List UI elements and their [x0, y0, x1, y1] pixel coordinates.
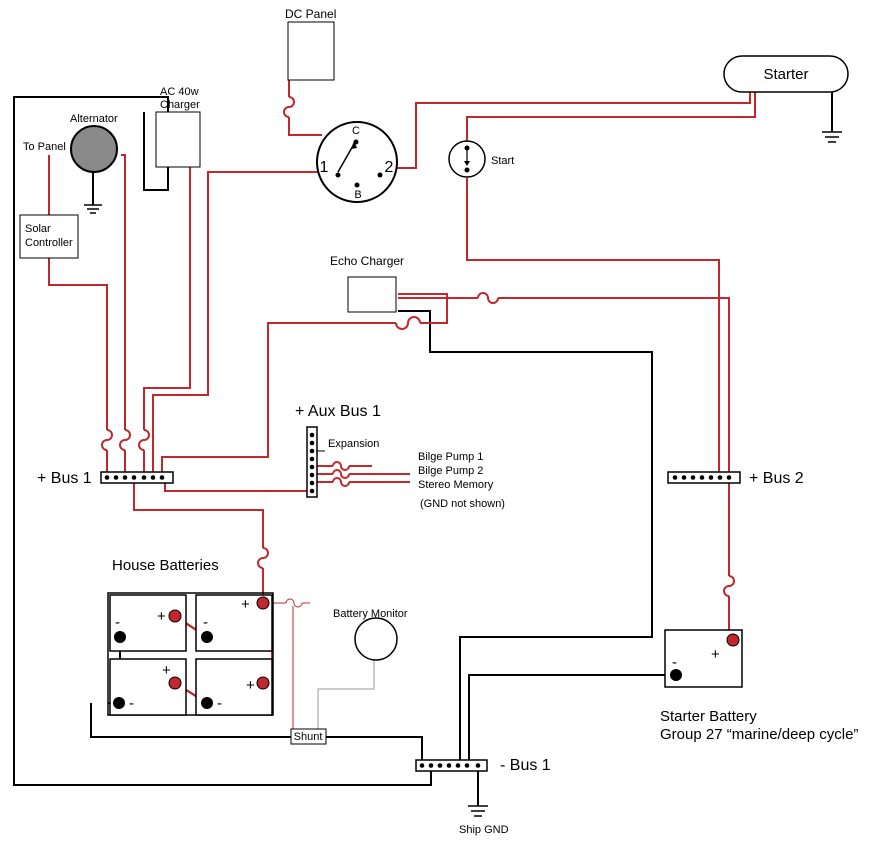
- positive-bus-1-label: + Bus 1: [37, 470, 92, 487]
- starter-ground-symbol: [822, 131, 842, 143]
- switch-2-label: 2: [385, 159, 394, 176]
- to-panel-label: To Panel: [23, 141, 66, 153]
- echo-charger-label: Echo Charger: [330, 254, 404, 268]
- positive-bus-2: + Bus 2: [667, 470, 804, 487]
- hb3-minus: -: [129, 695, 134, 712]
- ac-charger: AC 40w Charger: [155, 86, 201, 168]
- starter-battery-plus: +: [711, 646, 720, 663]
- hb1-minus: -: [115, 614, 120, 631]
- aux-bus-1: + Aux Bus 1 Expansion: [295, 403, 381, 498]
- ac-charger-label-2: Charger: [160, 99, 200, 111]
- positive-bus-1: + Bus 1: [37, 470, 174, 487]
- hb3-plus: +: [162, 662, 171, 679]
- hb2-plus: +: [241, 596, 250, 613]
- switch-c-label: C: [352, 125, 360, 137]
- monitor-sense-wire: [317, 660, 375, 730]
- negative-bus-1-label: - Bus 1: [500, 757, 551, 774]
- hb4-plus: +: [246, 677, 255, 694]
- battery-switch[interactable]: C 1 2 B: [316, 121, 398, 203]
- battery-monitor: Battery Monitor: [333, 608, 408, 661]
- switch-1-label: 1: [320, 159, 329, 176]
- negative-bus-1: - Bus 1: [415, 757, 551, 774]
- echo-charger: Echo Charger: [330, 254, 404, 313]
- solar-label-1: Solar: [25, 223, 51, 235]
- bilge-pump-1-label: Bilge Pump 1: [418, 451, 483, 463]
- shunt-label: Shunt: [294, 731, 323, 743]
- positive-bus-2-label: + Bus 2: [749, 470, 804, 487]
- starter-battery-label-2: Group 27 “marine/deep cycle”: [660, 726, 858, 743]
- starter-label: Starter: [763, 66, 808, 83]
- alternator-ground-symbol: [84, 204, 102, 214]
- solar-controller: Solar Controller: [19, 214, 79, 259]
- starter: Starter: [723, 55, 849, 93]
- hb2-minus: -: [203, 614, 208, 631]
- start-label: Start: [491, 155, 514, 167]
- starter-battery: + - Starter Battery Group 27 “marine/dee…: [660, 629, 858, 743]
- aux-bus-label: + Aux Bus 1: [295, 403, 381, 420]
- ship-ground: Ship GND: [459, 805, 509, 836]
- shunt: Shunt: [290, 728, 327, 745]
- expansion-label: Expansion: [328, 438, 379, 450]
- switch-b-label: B: [354, 189, 361, 201]
- starter-battery-minus: -: [672, 654, 677, 671]
- house-batteries: House Batteries + - + - + - + -: [107, 557, 274, 716]
- hb1-plus: +: [157, 608, 166, 625]
- gnd-note: (GND not shown): [420, 498, 505, 510]
- solar-label-2: Controller: [25, 237, 73, 249]
- start-button[interactable]: Start: [448, 140, 514, 178]
- dc-panel-label: DC Panel: [285, 7, 336, 21]
- ac-charger-label-1: AC 40w: [160, 86, 199, 98]
- alternator-label: Alternator: [70, 113, 118, 125]
- ship-gnd-label: Ship GND: [459, 824, 509, 836]
- alternator: Alternator: [70, 113, 118, 173]
- starter-battery-label-1: Starter Battery: [660, 708, 757, 725]
- house-batteries-label: House Batteries: [112, 557, 219, 574]
- stereo-memory-label: Stereo Memory: [418, 479, 494, 491]
- battery-monitor-label: Battery Monitor: [333, 608, 408, 620]
- bilge-pump-2-label: Bilge Pump 2: [418, 465, 483, 477]
- hb4-minus: -: [217, 695, 222, 712]
- dc-panel: DC Panel: [285, 7, 336, 81]
